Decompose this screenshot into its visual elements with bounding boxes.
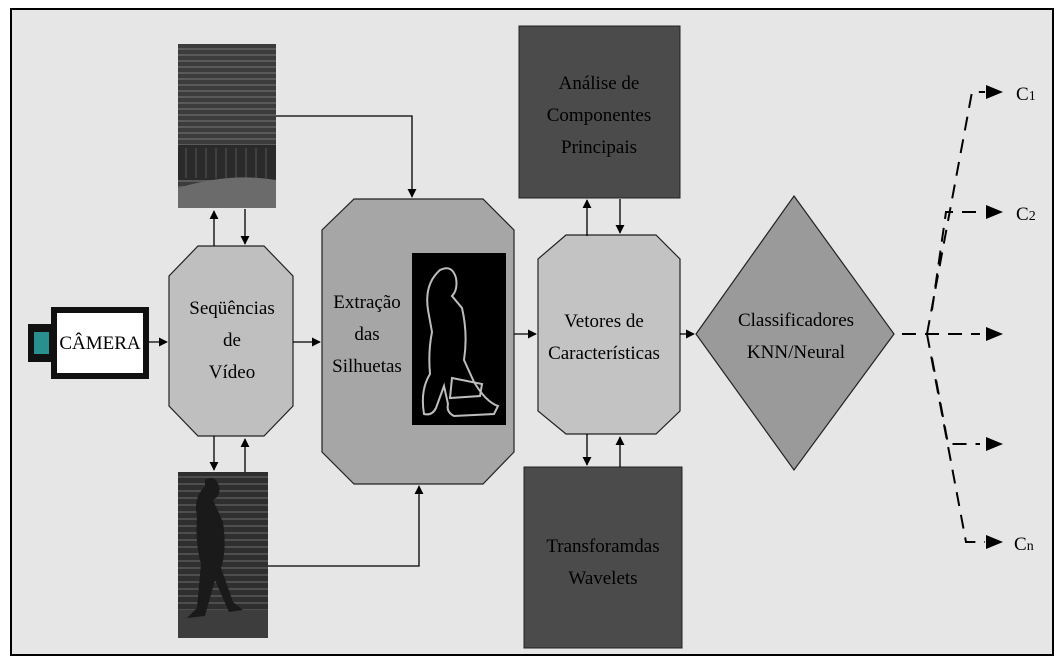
feature-vectors-node <box>537 234 681 435</box>
classifier-label-line2: KNN/Neural <box>747 342 845 363</box>
wavelets-node <box>523 466 683 649</box>
output-label-c1: C1 <box>1016 84 1036 105</box>
arrow-c4-icon <box>986 437 1003 451</box>
arrow-c3-icon <box>986 327 1003 341</box>
pca-label-line3: Principais <box>561 137 637 158</box>
bottom-video-frame-image <box>178 472 268 638</box>
silhouette-image <box>412 253 506 425</box>
video-label-line3: Vídeo <box>209 362 255 383</box>
features-label-line2: Características <box>548 343 660 364</box>
pca-label-line1: Análise de <box>559 73 640 94</box>
wavelets-label-line2: Wavelets <box>568 568 637 589</box>
output-label-c2: C2 <box>1016 204 1036 225</box>
arrow-c2-icon <box>986 205 1003 219</box>
camera-lens-icon <box>34 332 49 354</box>
extraction-label-line3: Silhuetas <box>332 356 402 377</box>
extraction-label-line2: das <box>354 324 379 345</box>
wavelets-label-line1: Transforamdas <box>546 536 659 557</box>
output-branches <box>902 91 985 543</box>
camera-block: CÂMERA <box>28 307 149 379</box>
video-sequences-node <box>168 245 294 437</box>
extraction-label-line1: Extração <box>333 292 401 313</box>
features-label-line1: Vetores de <box>564 311 644 332</box>
classifier-label-line1: Classificadores <box>738 310 854 331</box>
video-label-line1: Seqüências <box>189 298 274 319</box>
pca-label-line2: Componentes <box>547 105 652 126</box>
output-arrowheads <box>986 85 1003 549</box>
video-label-line2: de <box>223 330 241 351</box>
pca-node <box>518 25 681 199</box>
arrow-cn-icon <box>986 535 1003 549</box>
camera-box <box>51 307 149 379</box>
connectors <box>149 115 695 567</box>
top-video-frame-image <box>178 44 276 208</box>
classifier-node <box>695 194 895 472</box>
camera-label: CÂMERA <box>59 332 141 354</box>
output-label-cn: Cn <box>1014 534 1034 555</box>
arrow-c1-icon <box>986 85 1003 99</box>
